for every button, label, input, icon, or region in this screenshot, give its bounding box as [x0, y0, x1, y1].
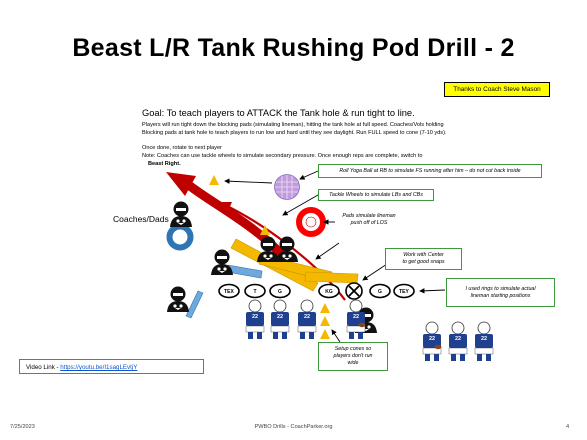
line-label: T [253, 289, 256, 295]
coach-figure [211, 249, 233, 275]
thanks-note: Thanks to Coach Steve Mason [444, 82, 550, 97]
football-icon [434, 344, 442, 350]
goal-text: Goal: To teach players to ATTACK the Tan… [142, 108, 415, 118]
description-line-2: Blocking pads at tank hole to teach play… [142, 130, 447, 136]
cone [320, 329, 330, 339]
callout-arrow [299, 170, 319, 180]
callout-cones-line-1: Setup cones so [334, 346, 372, 352]
callout-cones-line-2: players don't run [333, 353, 373, 359]
cone [209, 175, 219, 185]
callout-arrow [419, 288, 446, 294]
blocking-pad [304, 271, 359, 284]
coach-figure [167, 286, 189, 312]
note-line-1: Note: Coaches can use tackle wheels to s… [142, 153, 423, 159]
cone [320, 316, 330, 326]
jersey-number: 22 [429, 336, 435, 342]
callout-arrow [224, 178, 273, 184]
tackle-wheel [296, 207, 326, 237]
callout-rings-line-2: lineman starting positions [470, 292, 531, 299]
footer-page-number: 4 [566, 424, 570, 430]
callout-arrow [331, 329, 341, 343]
callout-tackle-wheels: Tackle Wheels to simulate LBs and CBs [318, 189, 434, 201]
callout-rings-line-1: I used rings to simulate actual [465, 285, 536, 292]
rb-route-arrowhead [166, 172, 196, 196]
jersey-number: 22 [304, 314, 310, 320]
rb-route-thin-arrow [222, 202, 232, 211]
callout-rings: I used rings to simulate actual lineman … [446, 278, 555, 307]
ring [166, 223, 194, 251]
football-icon [358, 322, 366, 328]
callout-arrow [315, 242, 340, 260]
line-label: G [378, 289, 382, 295]
rb-route-thick [185, 181, 290, 263]
coaches-label: Coaches/Dads [113, 214, 169, 224]
callout-center: Work with Center to get good snaps [385, 248, 462, 270]
page-title: Beast L/R Tank Rushing Pod Drill - 2 [72, 34, 515, 62]
jersey-number: 22 [277, 314, 283, 320]
line-label: TEX [224, 289, 234, 295]
callout-yoga-ball: Roll Yoga Ball at RB to simulate FS runn… [318, 164, 542, 178]
video-link-label: Video Link - [26, 364, 61, 371]
jersey-number: 22 [252, 314, 258, 320]
line-label: KG [325, 289, 333, 295]
video-link[interactable]: https://youtu.be/I1sagLEvtjY [60, 364, 138, 371]
jersey-number: 22 [481, 336, 487, 342]
video-link-box: Video Link - https://youtu.be/I1sagLEvtj… [19, 359, 204, 374]
cone [320, 303, 330, 313]
footer-center: PWBO Drills - CoachParker.org [254, 424, 333, 430]
rotate-text: Once done, rotate to next player [142, 145, 222, 151]
callout-center-line-2: to get good snaps [402, 259, 445, 265]
callout-pads: Pads simulate lineman push off of LOS [333, 213, 405, 227]
coach-figure [170, 201, 192, 227]
note-line-2: Beast Right. [148, 161, 181, 167]
description-line-1: Players will run tight down the blocking… [142, 122, 444, 128]
callout-arrow [282, 194, 319, 216]
line-label: G [278, 289, 282, 295]
line-label: TEY [399, 289, 409, 295]
callout-pads-line-2: push off of LOS [350, 220, 388, 226]
callout-cones: Setup cones so players don't run wide [318, 342, 388, 371]
callout-cones-line-3: wide [347, 360, 359, 366]
callout-pads-line-1: Pads simulate lineman [342, 213, 396, 219]
footer-date: 7/25/2023 [10, 424, 35, 430]
jersey-number: 22 [353, 314, 359, 320]
blocking-pad [185, 290, 204, 319]
lineman-rings [218, 283, 415, 299]
callout-center-line-1: Work with Center [403, 252, 444, 258]
jersey-number: 22 [455, 336, 461, 342]
cone [260, 225, 270, 235]
